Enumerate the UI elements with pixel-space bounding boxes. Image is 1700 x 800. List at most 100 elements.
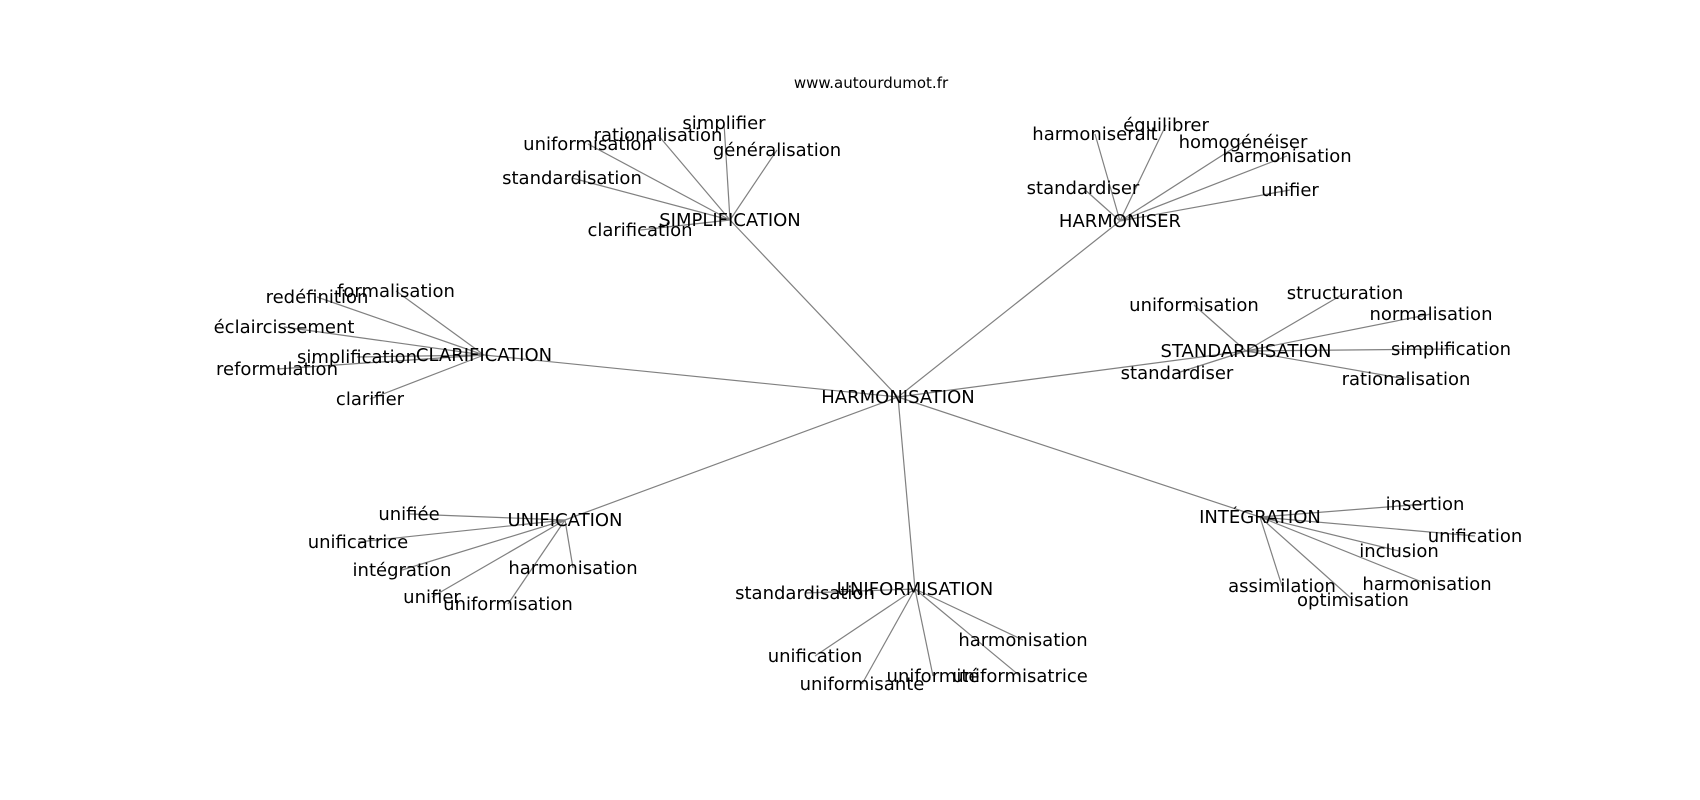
leaf-node-label: standardiser bbox=[1027, 178, 1140, 199]
leaf-node-label: rationalisation bbox=[594, 125, 723, 146]
leaf-node-label: reformulation bbox=[216, 359, 338, 380]
edge-hub-leaf bbox=[408, 513, 566, 521]
leaf-node-label: équilibrer bbox=[1123, 115, 1209, 136]
edges bbox=[276, 122, 1476, 685]
leaf-node-label: optimisation bbox=[1297, 590, 1409, 611]
leaf-node-label: simplification bbox=[1391, 339, 1511, 360]
hub-node-label: INTÉGRATION bbox=[1199, 506, 1321, 528]
edge-hub-leaf bbox=[1119, 141, 1244, 222]
leaf-node-label: harmonisation bbox=[1362, 574, 1491, 595]
edge-hub-leaf bbox=[814, 588, 916, 657]
edge-hub-leaf bbox=[1245, 348, 1452, 352]
edge-hub-leaf bbox=[369, 354, 485, 400]
edge-center-hub bbox=[564, 396, 899, 521]
edge-hub-leaf bbox=[507, 519, 566, 605]
hub-node-label: HARMONISER bbox=[1059, 211, 1181, 232]
leaf-node-label: structuration bbox=[1287, 283, 1404, 304]
edge-center-hub bbox=[897, 396, 1261, 518]
edge-hub-leaf bbox=[1259, 503, 1426, 518]
edge-hub-leaf bbox=[1119, 155, 1288, 222]
edge-hub-leaf bbox=[914, 588, 1024, 641]
leaf-node-label: unificatrice bbox=[308, 532, 409, 553]
edge-hub-leaf bbox=[1245, 313, 1432, 352]
edge-hub-leaf bbox=[276, 354, 485, 370]
edge-hub-leaf bbox=[1082, 187, 1121, 222]
edge-hub-leaf bbox=[1259, 516, 1283, 587]
leaf-node-label: intégration bbox=[353, 560, 452, 581]
hub-node-label: SIMPLIFICATION bbox=[659, 210, 801, 231]
leaf-node-label: redéfinition bbox=[266, 287, 369, 308]
leaf-node-label: normalisation bbox=[1370, 304, 1493, 325]
edge-hub-leaf bbox=[316, 296, 485, 356]
leaf-node-label: unifier bbox=[1261, 180, 1319, 201]
leaf-node-label: formalisation bbox=[337, 281, 455, 302]
edge-hub-leaf bbox=[395, 290, 485, 356]
edge-hub-leaf bbox=[1094, 133, 1121, 222]
leaf-node-label: standardiser bbox=[1121, 363, 1234, 384]
leaf-node-label: harmonisation bbox=[1222, 146, 1351, 167]
leaf-node-label: harmoniserait bbox=[1032, 124, 1157, 145]
leaf-node-label: assimilation bbox=[1228, 576, 1336, 597]
edge-hub-leaf bbox=[861, 588, 916, 685]
edge-hub-leaf bbox=[401, 519, 566, 571]
leaf-node-label: uniformisation bbox=[1129, 295, 1259, 316]
edge-hub-leaf bbox=[1245, 350, 1407, 380]
leaf-node-label: unifiée bbox=[378, 504, 439, 525]
edge-hub-leaf bbox=[1119, 189, 1291, 222]
edge-hub-leaf bbox=[564, 519, 574, 569]
leaf-node-label: unification bbox=[768, 646, 863, 667]
edge-hub-leaf bbox=[356, 354, 485, 358]
leaf-node-label: homogénéiser bbox=[1179, 132, 1308, 153]
edge-hub-leaf bbox=[1259, 516, 1354, 601]
edge-hub-leaf bbox=[723, 122, 731, 221]
hub-node-label: CLARIFICATION bbox=[416, 345, 552, 366]
source-label: www.autourdumot.fr bbox=[794, 74, 949, 92]
edge-hub-leaf bbox=[1193, 304, 1247, 352]
hub-node-label: UNIFICATION bbox=[507, 510, 622, 531]
edge-center-hub bbox=[897, 220, 1121, 398]
edge-hub-leaf bbox=[1176, 350, 1247, 374]
leaf-node-label: simplification bbox=[297, 347, 417, 368]
leaf-node-label: insertion bbox=[1386, 494, 1465, 515]
edge-hub-leaf bbox=[283, 326, 485, 356]
labels: HARMONISATION SIMPLIFICATION standardisati… bbox=[214, 113, 1523, 695]
edge-hub-leaf bbox=[914, 588, 1021, 677]
leaf-node-label: clarifier bbox=[336, 389, 405, 410]
edge-hub-leaf bbox=[571, 177, 731, 221]
leaf-node-label: clarification bbox=[587, 220, 692, 241]
edge-hub-leaf bbox=[1119, 124, 1167, 222]
center-node-label: HARMONISATION bbox=[821, 387, 974, 408]
edge-hub-leaf bbox=[1245, 292, 1346, 352]
leaf-node-label: standardisation bbox=[502, 168, 642, 189]
edge-hub-leaf bbox=[1259, 516, 1400, 552]
leaf-node-label: standardisation bbox=[735, 583, 875, 604]
hub-node-label: STANDARDISATION bbox=[1161, 341, 1332, 362]
edge-center-hub bbox=[483, 354, 899, 398]
edge-center-hub bbox=[897, 396, 916, 590]
leaf-node-label: inclusion bbox=[1359, 541, 1439, 562]
edge-center-hub bbox=[729, 219, 899, 398]
leaf-node-label: uniformisatrice bbox=[952, 666, 1088, 687]
edge-hub-leaf bbox=[431, 519, 566, 598]
edge-hub-leaf bbox=[914, 588, 934, 677]
leaf-node-label: rationalisation bbox=[1342, 369, 1471, 390]
leaf-node-label: généralisation bbox=[713, 140, 841, 161]
leaf-node-label: uniformisation bbox=[443, 594, 573, 615]
edge-hub-leaf bbox=[657, 134, 731, 221]
edge-hub-leaf bbox=[587, 143, 731, 221]
edge-hub-leaf bbox=[1259, 516, 1428, 585]
edge-hub-leaf bbox=[1259, 516, 1476, 537]
leaf-node-label: unifier bbox=[403, 587, 461, 608]
hub-node-label: UNIFORMISATION bbox=[837, 579, 993, 600]
leaf-node-label: uniformité bbox=[887, 666, 980, 687]
edge-hub-leaf bbox=[729, 149, 778, 221]
leaf-node-label: unification bbox=[1428, 526, 1523, 547]
edge-hub-leaf bbox=[639, 219, 731, 231]
leaf-node-label: uniformisante bbox=[800, 674, 925, 695]
leaf-node-label: harmonisation bbox=[508, 558, 637, 579]
edge-hub-leaf bbox=[804, 588, 916, 594]
edge-hub-leaf bbox=[357, 519, 566, 543]
leaf-node-label: uniformisation bbox=[523, 134, 653, 155]
edge-center-hub bbox=[897, 350, 1247, 398]
